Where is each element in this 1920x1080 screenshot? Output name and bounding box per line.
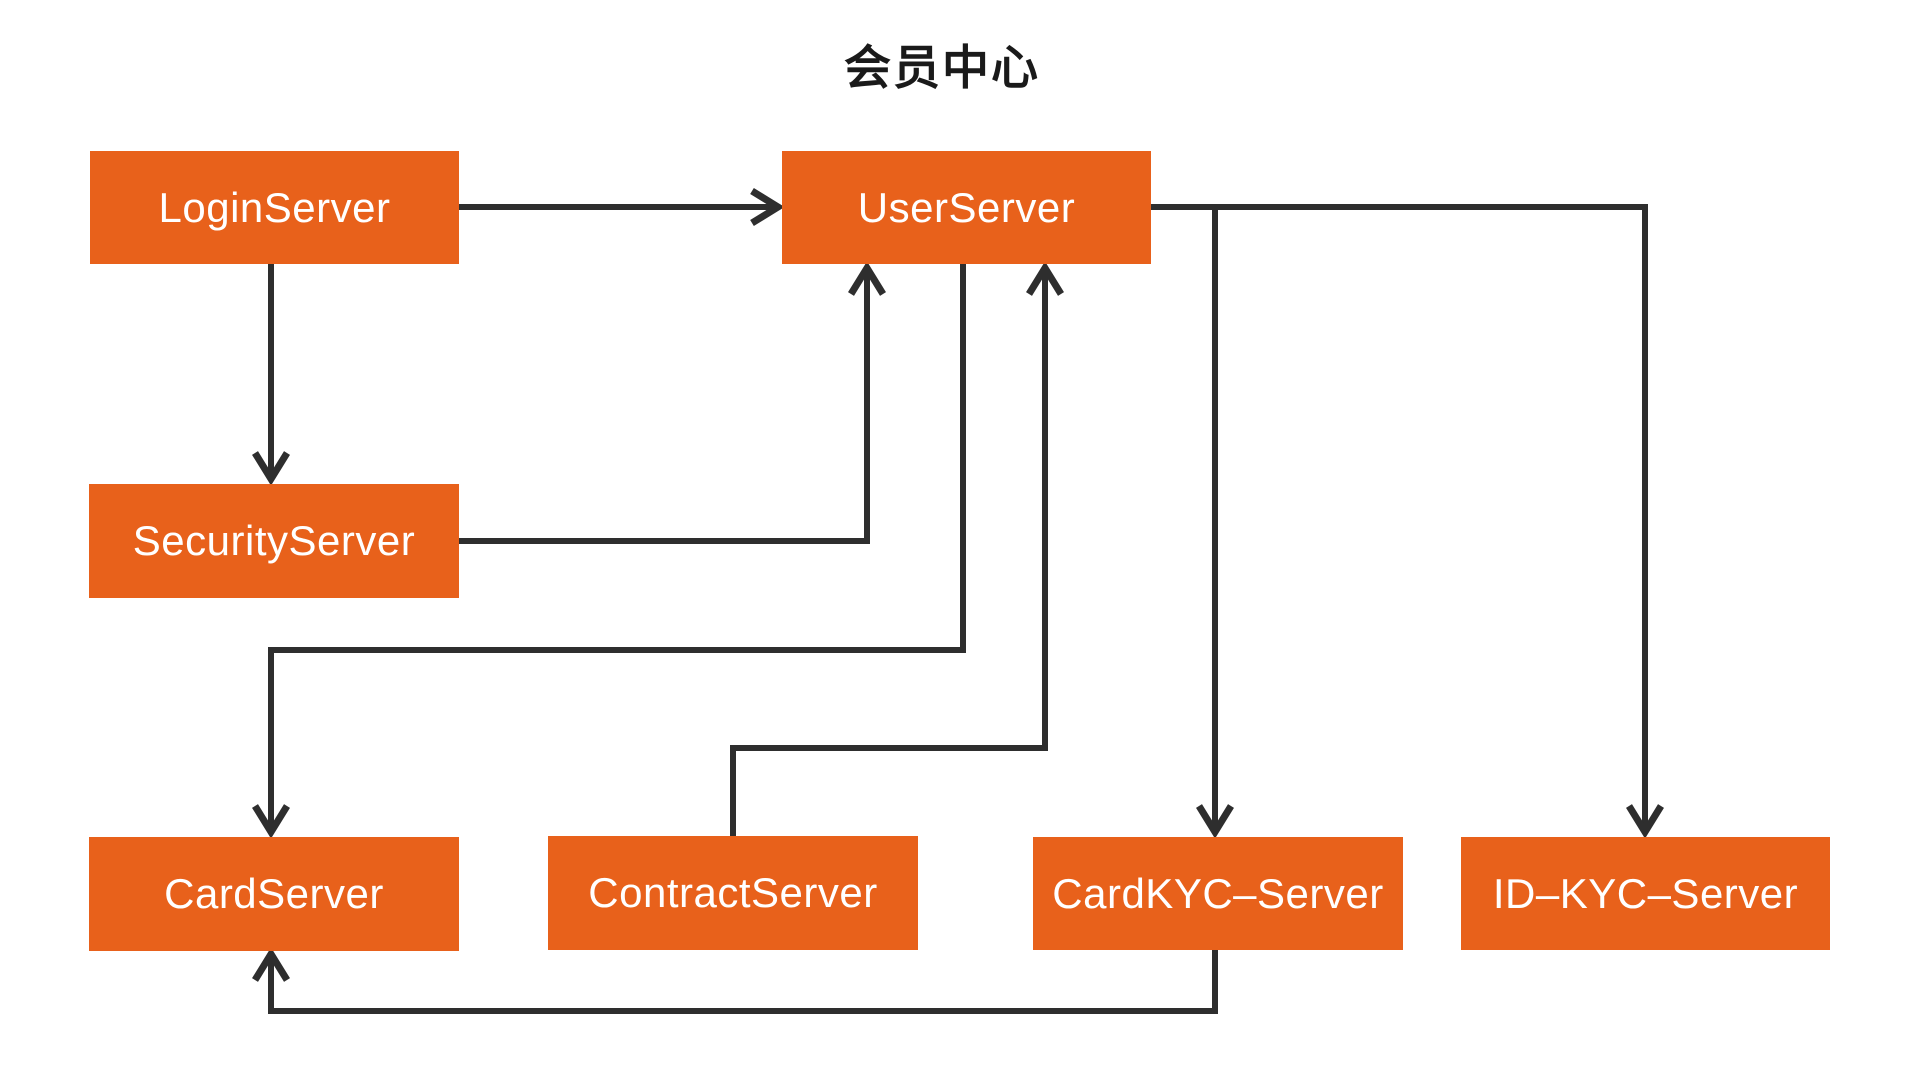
node-user-server: UserServer (782, 151, 1151, 264)
node-label-cardkyc-server: CardKYC–Server (1052, 869, 1384, 917)
node-label-contract-server: ContractServer (588, 869, 878, 916)
node-label-login-server: LoginServer (158, 183, 391, 231)
node-contract-server: ContractServer (548, 836, 918, 950)
edge-user-server-to-id-kyc-server (1151, 204, 1664, 839)
edge-user-server-to-card-server (252, 264, 966, 839)
edge-security-server-to-user-server (459, 261, 886, 544)
node-cardkyc-server: CardKYC–Server (1033, 837, 1403, 950)
edge-user-server-to-cardkyc-server (1151, 204, 1234, 839)
node-label-id-kyc-server: ID–KYC–Server (1492, 869, 1799, 917)
edge-contract-server-to-user-server (730, 261, 1064, 836)
node-card-server: CardServer (89, 837, 459, 951)
node-id-kyc-server: ID–KYC–Server (1461, 837, 1830, 950)
diagram-title: 会员中心 (844, 41, 1040, 94)
node-label-card-server: CardServer (164, 870, 384, 917)
node-login-server: LoginServer (90, 151, 459, 264)
node-label-user-server: UserServer (857, 183, 1076, 231)
node-label-security-server: SecurityServer (132, 517, 416, 564)
node-security-server: SecurityServer (89, 484, 459, 598)
edge-cardkyc-server-to-card-server (252, 947, 1218, 1014)
